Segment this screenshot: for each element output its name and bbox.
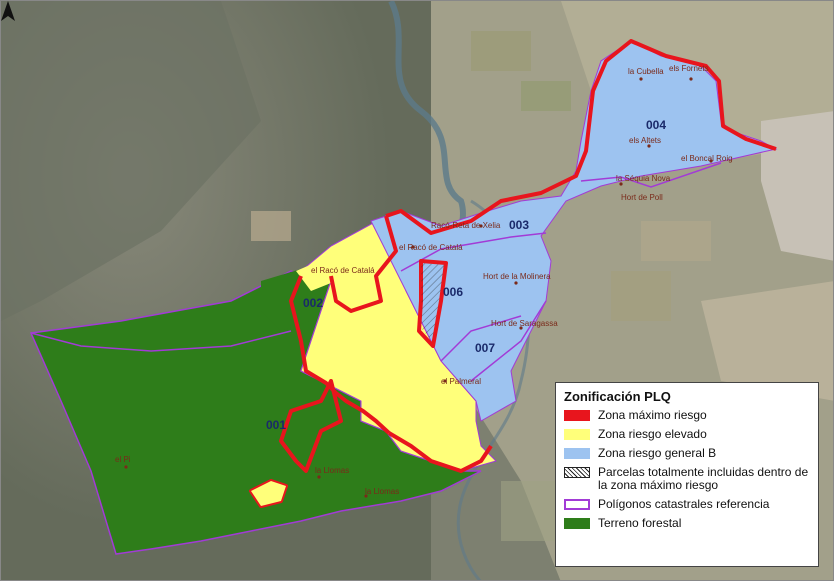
place-label: el Pi bbox=[115, 455, 131, 464]
zone-label-006: 006 bbox=[443, 285, 463, 299]
legend-swatch bbox=[564, 448, 590, 459]
legend-item-parcelas-incluidas: Parcelas totalmente incluidas dentro de … bbox=[564, 466, 810, 492]
legend-swatch bbox=[564, 410, 590, 421]
place-label: Hort de Poll bbox=[621, 193, 663, 202]
legend-label: Terreno forestal bbox=[598, 516, 682, 530]
place-label: els Altets bbox=[629, 136, 661, 145]
legend-item-zona-riesgo-general-b: Zona riesgo general B bbox=[564, 447, 810, 460]
legend-item-poligonos-catastrales: Polígonos catastrales referencia bbox=[564, 498, 810, 511]
legend-label: Zona máximo riesgo bbox=[598, 408, 707, 422]
zona-riesgo-general-b-area bbox=[370, 40, 778, 422]
legend-title: Zonificación PLQ bbox=[564, 389, 671, 404]
legend-swatch bbox=[564, 518, 590, 529]
legend-label: Zona riesgo elevado bbox=[598, 427, 707, 441]
zone-label-003: 003 bbox=[509, 218, 529, 232]
zone-label-004: 004 bbox=[646, 118, 666, 132]
place-label: la Llomas bbox=[315, 466, 349, 475]
legend-item-zona-riesgo-elevado: Zona riesgo elevado bbox=[564, 428, 810, 441]
zona-maximo-riesgo bbox=[249, 39, 777, 508]
zone-label-007: 007 bbox=[475, 341, 495, 355]
legend-swatch bbox=[564, 467, 590, 478]
place-label: Racó-Reta de Xelia bbox=[431, 221, 501, 230]
legend-swatch bbox=[564, 499, 590, 510]
legend-item-zona-maximo-riesgo: Zona máximo riesgo bbox=[564, 409, 810, 422]
place-label: la Llomas bbox=[365, 487, 399, 496]
place-label: Hort de la Molinera bbox=[483, 272, 551, 281]
zone-label-001: 001 bbox=[266, 418, 286, 432]
legend-item-terreno-forestal: Terreno forestal bbox=[564, 517, 810, 530]
place-label: la Cubella bbox=[628, 67, 664, 76]
zone-label-002: 002 bbox=[303, 296, 323, 310]
place-label: el Racó de Catalá bbox=[311, 266, 375, 275]
place-label: el Boncal Roig bbox=[681, 154, 733, 163]
place-label: el Racó de Catalá bbox=[399, 243, 463, 252]
north-arrow-icon bbox=[1, 1, 15, 21]
place-label: Hort de Saragassa bbox=[491, 319, 558, 328]
place-label: el Palmeral bbox=[441, 377, 481, 386]
legend-label: Polígonos catastrales referencia bbox=[598, 497, 770, 511]
place-label: els Fornets bbox=[669, 64, 709, 73]
legend-label: Parcelas totalmente incluidas dentro de … bbox=[598, 465, 809, 492]
place-label: la Séquia Nova bbox=[616, 174, 671, 183]
legend-label: Zona riesgo general B bbox=[598, 446, 717, 460]
legend-swatch bbox=[564, 429, 590, 440]
map-legend: Zonificación PLQ Zona máximo riesgo Zona… bbox=[555, 382, 819, 567]
